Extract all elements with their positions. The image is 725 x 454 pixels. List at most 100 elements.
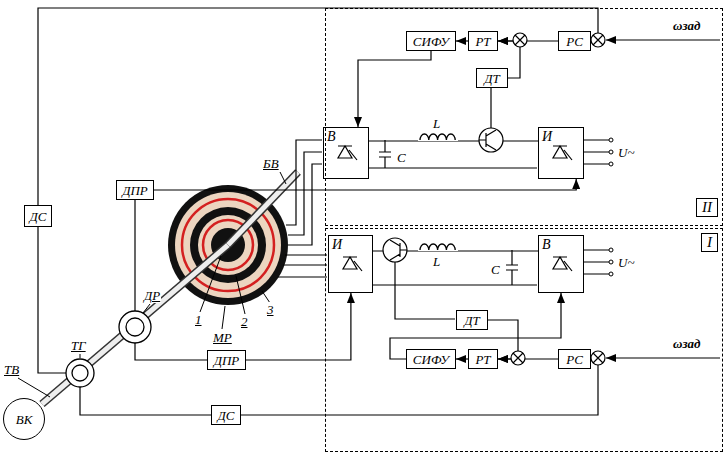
capacitor-label: C bbox=[490, 262, 501, 277]
tacho-generator bbox=[66, 359, 94, 387]
reference-speed: ωзад bbox=[672, 18, 701, 33]
capacitor-label: C bbox=[396, 150, 407, 165]
summing-junction bbox=[515, 35, 525, 45]
sensor-wires bbox=[38, 227, 66, 373]
part-name: ДР bbox=[143, 288, 161, 303]
signal-arrow bbox=[154, 179, 576, 190]
box-label: И bbox=[542, 129, 552, 144]
dc-link-wires bbox=[395, 262, 455, 319]
signal-arrow bbox=[246, 293, 351, 360]
box-label: В bbox=[327, 129, 336, 144]
ac-outputs bbox=[583, 250, 609, 274]
part-name: ТВ bbox=[3, 362, 20, 377]
thyristor-symbol bbox=[343, 257, 362, 271]
box-label: РТ bbox=[475, 34, 490, 49]
signal-arrow bbox=[358, 51, 431, 127]
box-label: И bbox=[332, 237, 342, 252]
rectifier-box: В bbox=[323, 127, 369, 179]
summing-junction bbox=[591, 33, 605, 47]
sensor-wires bbox=[38, 200, 211, 415]
stator-wires bbox=[288, 164, 322, 245]
dc-link-wires bbox=[368, 87, 537, 319]
transistor-symbol bbox=[390, 240, 407, 260]
rotor-position-sensor bbox=[119, 311, 151, 343]
pulse-phase-control-box: СИФУ bbox=[406, 349, 456, 369]
box-label: РС bbox=[566, 34, 583, 49]
leader-lines bbox=[222, 306, 225, 329]
part-name: ТГ bbox=[70, 338, 87, 353]
rotor-position-sensor-box: ДПР bbox=[116, 180, 154, 200]
inductor-label: L bbox=[432, 254, 441, 269]
summing-junction bbox=[591, 351, 605, 365]
inverter-box: И bbox=[328, 235, 373, 293]
rotor-position-sensor bbox=[126, 318, 144, 336]
signal-arrow bbox=[456, 358, 468, 359]
sensor-wires bbox=[135, 343, 207, 360]
inductor-label: L bbox=[432, 116, 441, 131]
box-label: ДС bbox=[218, 408, 235, 423]
leader-lines bbox=[200, 256, 221, 312]
callout-number: 1 bbox=[194, 312, 203, 327]
terminals bbox=[609, 138, 613, 142]
ac-outputs bbox=[583, 140, 609, 164]
reference-inputs bbox=[606, 357, 720, 358]
callout-number: 2 bbox=[240, 314, 249, 329]
current-sensor-box: ДТ bbox=[456, 310, 488, 330]
summing-junction bbox=[513, 353, 523, 363]
ac-outputs bbox=[583, 140, 609, 274]
tacho-generator bbox=[66, 359, 94, 387]
inductor-symbol bbox=[418, 132, 458, 251]
terminals bbox=[609, 248, 613, 252]
inductor-symbol bbox=[418, 242, 458, 251]
rotor-position-sensor-box: ДПР bbox=[207, 350, 246, 370]
leader-lines bbox=[143, 304, 150, 313]
thyristor-symbol bbox=[338, 146, 572, 271]
sensor-wires bbox=[80, 387, 211, 415]
sensor-wires bbox=[134, 200, 135, 311]
reference-inputs bbox=[606, 40, 720, 358]
rectifier-box: В bbox=[538, 235, 584, 293]
box-label: СИФУ bbox=[413, 34, 449, 49]
part-name: МР bbox=[212, 330, 233, 345]
box-label: ДС bbox=[30, 209, 47, 224]
box-label: РТ bbox=[475, 352, 490, 367]
box-label: ДТ bbox=[484, 71, 500, 86]
inductor-symbol bbox=[418, 132, 458, 141]
stator-wires bbox=[278, 140, 327, 277]
stator-wires bbox=[278, 276, 327, 277]
stator-wires bbox=[283, 264, 327, 265]
signal-arrow bbox=[456, 40, 468, 41]
current-regulator-box: РТ bbox=[468, 349, 498, 369]
speed-regulator-box: РС bbox=[558, 31, 591, 51]
summing-junction bbox=[511, 33, 605, 365]
part-name: БВ bbox=[262, 156, 280, 171]
speed-regulator-box: РС bbox=[558, 349, 591, 369]
box-label: РС bbox=[566, 352, 583, 367]
box-label: В bbox=[542, 237, 551, 252]
current-regulator-box: РТ bbox=[468, 31, 498, 51]
control-region: II СИФУ РТ РС ДТ В И bbox=[325, 8, 723, 226]
terminals bbox=[609, 138, 613, 276]
terminals bbox=[609, 150, 613, 154]
box-label: СИФУ bbox=[413, 352, 449, 367]
leader-lines bbox=[280, 172, 286, 184]
summing-junction bbox=[513, 33, 527, 47]
transistor-symbol bbox=[479, 128, 503, 152]
thyristor-symbol bbox=[338, 146, 357, 160]
shaft bbox=[42, 172, 298, 404]
dc-link-wires bbox=[490, 87, 491, 128]
box-label: ВК bbox=[16, 412, 33, 427]
region-number: II bbox=[696, 198, 718, 217]
speed-sensor-box: ДС bbox=[211, 405, 241, 425]
reference-inputs bbox=[606, 39, 720, 40]
terminals bbox=[609, 162, 613, 166]
inverter-box: И bbox=[538, 127, 584, 179]
callout-number: 3 bbox=[266, 302, 275, 317]
inductor-symbol bbox=[420, 244, 455, 250]
box-label: ДПР bbox=[122, 183, 148, 198]
summing-junction bbox=[593, 35, 603, 45]
transistor-symbol bbox=[383, 128, 503, 262]
